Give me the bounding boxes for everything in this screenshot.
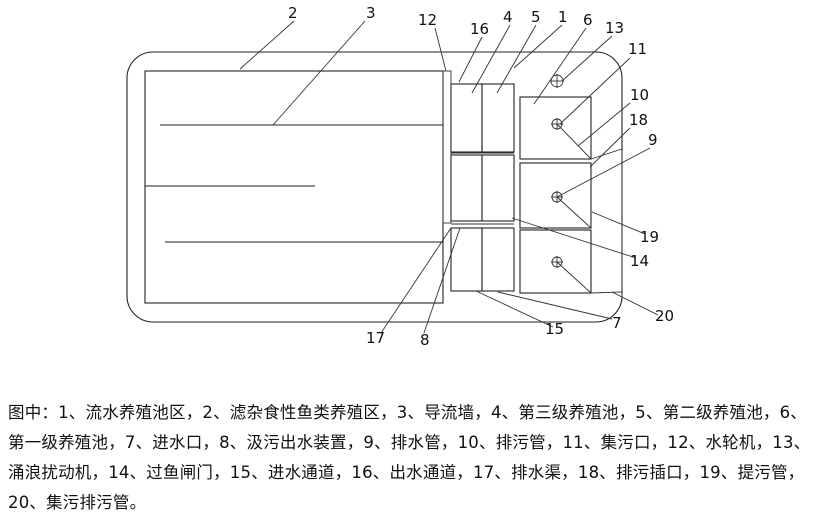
- label-19: 19: [640, 228, 659, 246]
- label-16: 16: [470, 20, 489, 38]
- second-pool-mid-left: [450, 154, 483, 222]
- label-1: 1: [558, 8, 568, 26]
- first-pool-top: [519, 96, 592, 160]
- wave-machine-icon: [550, 74, 564, 88]
- label-7: 7: [612, 314, 622, 332]
- label-10: 10: [630, 86, 649, 104]
- label-2: 2: [288, 4, 298, 22]
- label-12: 12: [418, 11, 437, 29]
- second-pool-mid-right: [481, 154, 515, 222]
- pool-lower-left: [450, 227, 483, 292]
- label-5: 5: [531, 8, 541, 26]
- label-20: 20: [655, 307, 674, 325]
- label-11: 11: [628, 40, 647, 58]
- outlet-channel: [442, 70, 452, 224]
- label-3: 3: [366, 4, 376, 22]
- drain-pipe-3: [556, 261, 592, 294]
- third-pool-upper-right: [481, 83, 515, 153]
- label-14: 14: [630, 252, 649, 270]
- label-17: 17: [366, 329, 385, 347]
- third-pool-upper-left: [450, 83, 483, 153]
- label-4: 4: [503, 8, 513, 26]
- label-9: 9: [648, 131, 658, 149]
- sewage-lift-pipe: [590, 148, 623, 294]
- figure-caption: 图中：1、流水养殖池区，2、滤杂食性鱼类养殖区，3、导流墙，4、第三级养殖池，5…: [8, 403, 811, 512]
- pool-lower-right: [481, 227, 515, 292]
- label-15: 15: [545, 320, 564, 338]
- drain-pipe-2: [556, 196, 592, 229]
- first-pool-middle: [519, 162, 592, 229]
- label-6: 6: [583, 11, 593, 29]
- label-8: 8: [420, 331, 430, 349]
- label-18: 18: [629, 111, 648, 129]
- filter-feeder-area: [144, 70, 444, 304]
- first-pool-bottom: [519, 229, 592, 294]
- outer-pond-outline: [126, 51, 623, 323]
- leader-lines: [239, 20, 659, 334]
- label-13: 13: [605, 19, 624, 37]
- drain-pipe-1: [556, 123, 592, 160]
